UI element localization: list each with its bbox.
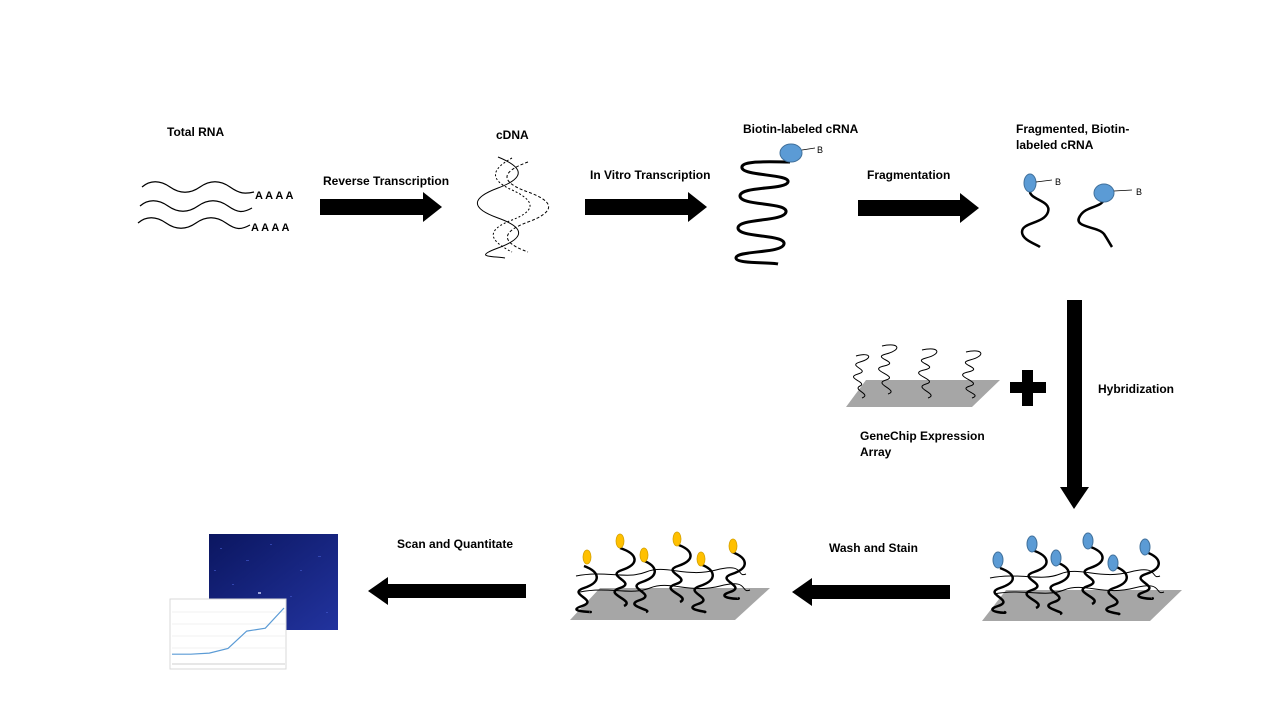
step-wash-and-stain: Wash and Stain [829,541,918,555]
hybridized-strands [991,544,1160,616]
hybridized-biotin-icons [992,532,1151,572]
step-reverse-transcription: Reverse Transcription [323,174,450,188]
label-fragmented-line1: Fragmented, Biotin- [1016,122,1130,136]
label-biotin-b-3: B [1136,187,1143,197]
hybridized-probes [989,569,1165,595]
biotin-crna-coil [734,160,791,266]
arrow-scan-and-quantitate [368,577,526,605]
plus-icon [1010,370,1046,406]
label-total-rna: Total RNA [167,125,225,139]
label-biotin-b-1: B [817,145,824,155]
label-poly-a-1: A A A A [255,190,294,202]
result-graph-line [172,607,285,655]
result-graph [169,598,287,670]
arrow-in-vitro-transcription [585,192,707,222]
step-hybridization: Hybridization [1098,382,1175,396]
stained-probes [575,567,751,593]
step-scan-and-quantitate: Scan and Quantitate [397,537,514,551]
arrow-reverse-transcription [320,192,442,222]
label-genechip-line2: Array [860,445,892,459]
genechip-probes [853,344,982,399]
arrow-fragmentation [858,193,979,223]
total-rna-strands [137,181,255,230]
step-fragmentation: Fragmentation [867,168,951,182]
fragment-biotin-icon-2 [1093,183,1115,203]
label-cdna: cDNA [496,128,529,142]
biotin-marker-icon [779,143,803,163]
stained-platform [570,588,770,620]
fragmented-crna [1020,189,1114,249]
genechip-platform [846,380,1000,407]
stained-strands [575,542,746,614]
label-fragmented-line2: labeled cRNA [1016,138,1094,152]
arrow-wash-and-stain [792,578,950,606]
cdna-helix [477,156,549,259]
fragment-biotin-icon-1 [1023,173,1037,193]
label-biotin-crna: Biotin-labeled cRNA [743,122,859,136]
label-genechip-line1: GeneChip Expression [860,429,985,443]
step-in-vitro-transcription: In Vitro Transcription [590,168,711,182]
label-poly-a-2: A A A A [251,222,290,234]
arrow-hybridization [1060,300,1089,509]
stain-marker-icons [582,531,738,567]
hybridized-platform [982,590,1182,621]
label-biotin-b-2: B [1055,177,1062,187]
scan-image-noise [214,544,328,613]
